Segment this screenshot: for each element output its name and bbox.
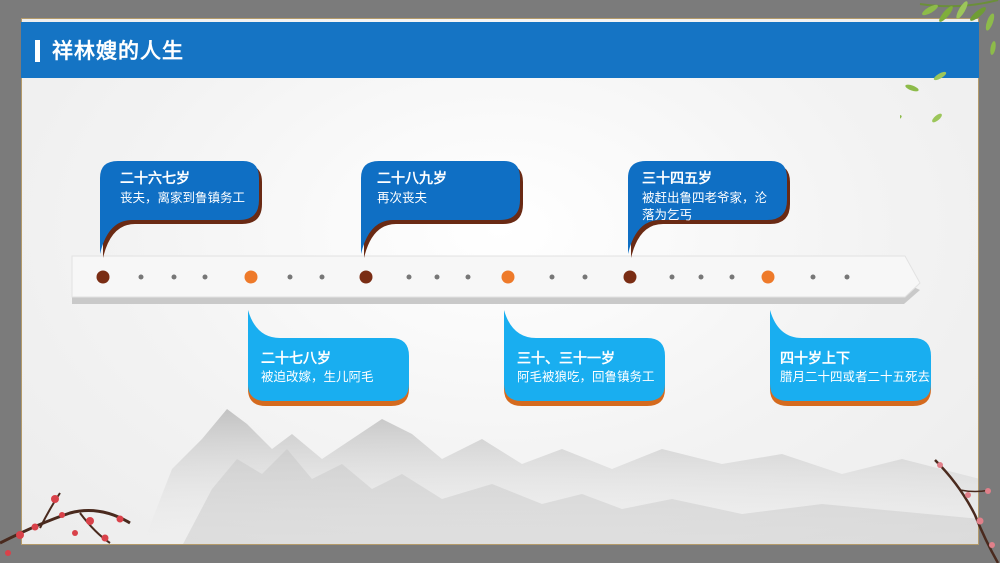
event-text: 被迫改嫁，生儿阿毛 xyxy=(261,369,374,384)
bubble-shape xyxy=(628,161,790,258)
event-age: 四十岁上下 xyxy=(780,351,850,367)
event-text: 腊月二十四或者二十五死去 xyxy=(780,369,931,384)
event-bubble-3: 二十八九岁 再次丧夫 xyxy=(359,158,524,258)
content-panel xyxy=(21,18,979,545)
event-bubble-6: 四十岁上下 腊月二十四或者二十五死去 xyxy=(768,308,938,410)
bubble-shape xyxy=(361,161,523,258)
event-bubble-5: 三十四五岁 被赶出鲁四老爷家，沦落为乞丐 xyxy=(626,158,791,258)
event-bubble-1: 二十六七岁 丧夫，离家到鲁镇务工 xyxy=(98,158,263,258)
event-age: 二十八九岁 xyxy=(377,171,447,187)
bubble-shape xyxy=(770,310,931,406)
bubble-shape xyxy=(248,310,409,406)
willow-branch-illustration xyxy=(900,0,999,123)
header-accent-bar xyxy=(35,40,40,62)
bubble-shape xyxy=(504,310,665,406)
event-text: 丧夫，离家到鲁镇务工 xyxy=(120,190,246,205)
bubble-shape xyxy=(100,161,262,258)
event-bubble-2: 二十七八岁 被迫改嫁，生儿阿毛 xyxy=(246,308,416,410)
event-bubble-4: 三十、三十一岁 阿毛被狼吃，回鲁镇务工 xyxy=(502,308,672,410)
event-text: 阿毛被狼吃，回鲁镇务工 xyxy=(517,369,655,384)
ink-mountains-illustration xyxy=(142,409,978,544)
event-age: 二十七八岁 xyxy=(261,351,331,367)
event-text: 被赶出鲁四老爷家，沦落为乞丐 xyxy=(642,190,768,222)
event-age: 三十四五岁 xyxy=(642,171,712,187)
page-title: 祥林嫂的人生 xyxy=(52,39,184,63)
plum-blossom-illustration xyxy=(0,492,131,556)
plum-branch-illustration xyxy=(934,459,1000,563)
event-age: 二十六七岁 xyxy=(120,171,190,187)
header-bar: 祥林嫂的人生 xyxy=(21,22,979,78)
event-age: 三十、三十一岁 xyxy=(517,351,615,367)
event-text: 再次丧夫 xyxy=(377,190,428,205)
